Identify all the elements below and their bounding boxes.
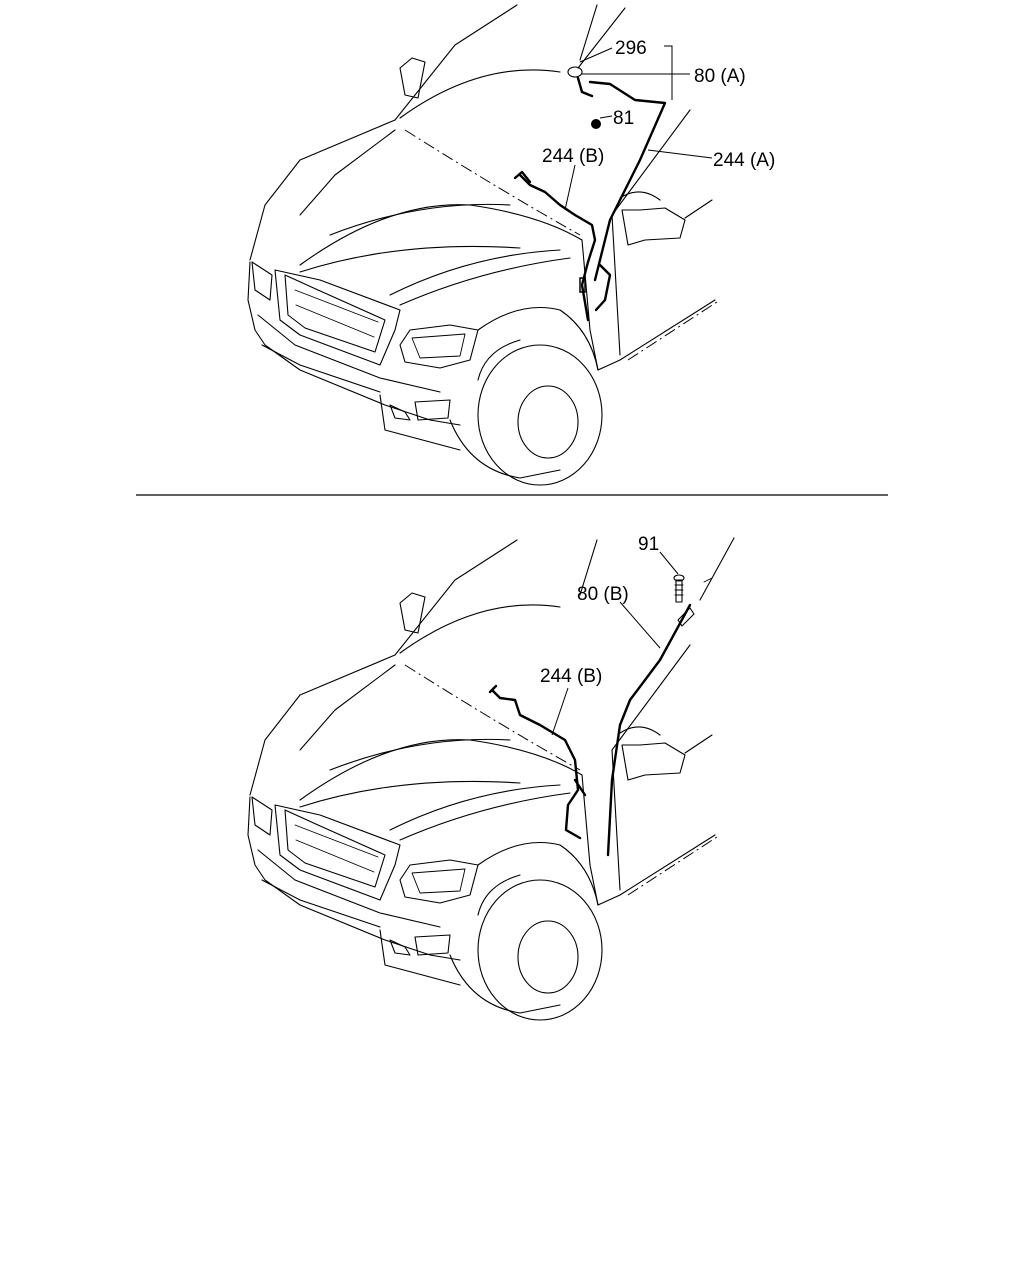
antenna-80b-bottom (606, 537, 735, 857)
harness-244b-bottom (488, 684, 587, 840)
label-80a: 80 (A) (694, 66, 746, 87)
harness-244b-top (513, 170, 597, 322)
label-244b-bottom: 244 (B) (540, 666, 602, 687)
leader-lines-bottom (551, 551, 679, 736)
label-296: 296 (615, 38, 647, 59)
label-80b: 80 (B) (577, 584, 629, 605)
label-244a: 244 (A) (713, 150, 775, 171)
vehicle-drawing-top (247, 4, 721, 486)
label-81: 81 (613, 108, 634, 129)
vehicle-drawing-bottom (247, 539, 721, 1021)
label-91: 91 (638, 534, 659, 555)
harness-244a-top (567, 7, 667, 312)
leader-lines-top (564, 45, 713, 211)
label-244b-top: 244 (B) (542, 146, 604, 167)
